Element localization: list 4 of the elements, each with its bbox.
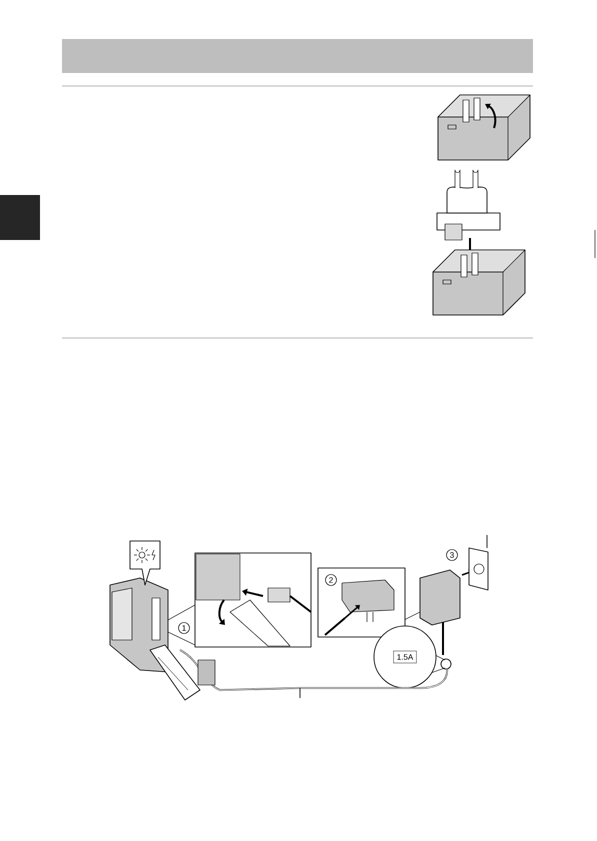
callout-number: 3	[446, 549, 458, 561]
callout-number: 1	[178, 622, 190, 634]
label-box: 1.5A	[393, 650, 417, 664]
callout-number: 2	[325, 574, 337, 586]
